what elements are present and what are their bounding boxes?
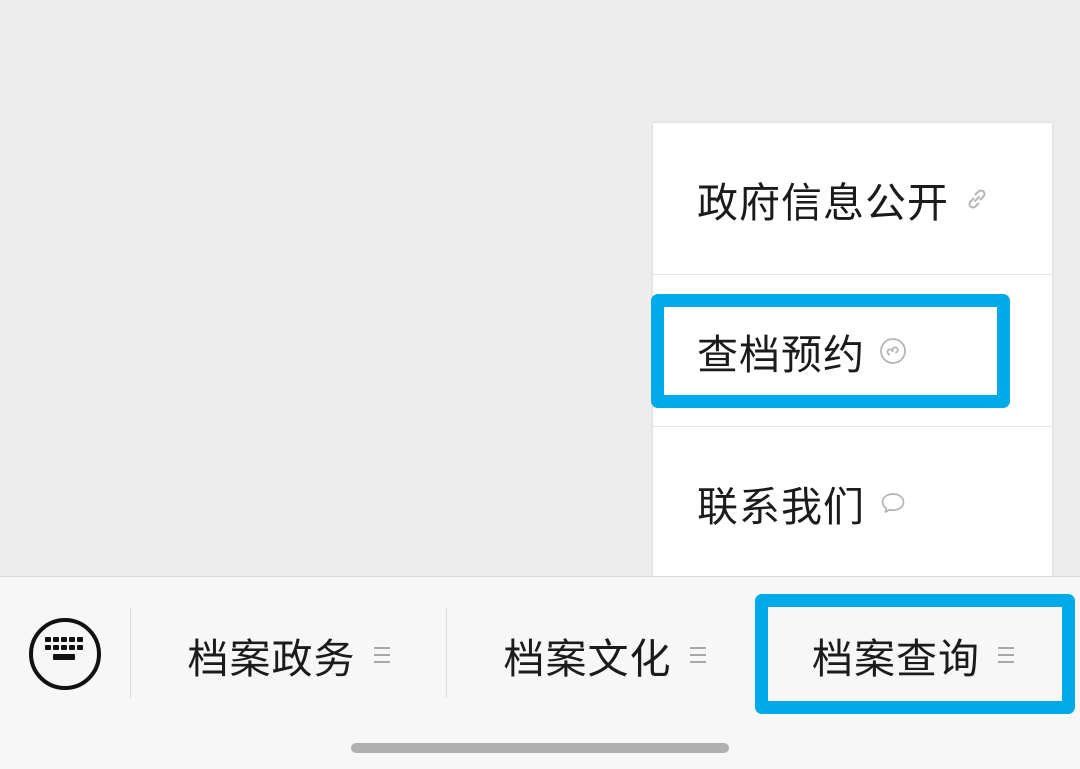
- tab-archive-affairs[interactable]: 档案政务: [131, 607, 446, 703]
- link-icon: [963, 185, 991, 213]
- menu-item-contact-us[interactable]: 联系我们: [653, 427, 1052, 578]
- divider: [130, 608, 131, 698]
- tab-label: 档案文化: [503, 635, 672, 683]
- keyboard-toggle-button[interactable]: [29, 618, 101, 690]
- menu-item-label: 政府信息公开: [697, 178, 949, 227]
- menu-item-government-info[interactable]: 政府信息公开: [653, 123, 1052, 274]
- divider: [446, 608, 447, 698]
- home-indicator: [351, 743, 729, 753]
- divider: [653, 426, 1052, 427]
- tab-archive-culture[interactable]: 档案文化: [447, 607, 762, 703]
- keyboard-icon: [43, 635, 87, 673]
- menu-icon: [998, 647, 1014, 663]
- tab-archive-query[interactable]: 档案查询: [763, 607, 1063, 703]
- mini-program-icon: [879, 337, 907, 365]
- menu-item-label: 查档预约: [697, 330, 865, 379]
- menu-item-archive-appointment[interactable]: 查档预约: [653, 275, 1052, 426]
- submenu-popup: 政府信息公开 查档预约: [653, 123, 1052, 576]
- bottom-menu-bar: 档案政务 档案文化 档案查询: [0, 576, 1080, 769]
- tab-label: 档案政务: [187, 635, 356, 683]
- chat-bubble-icon: [879, 489, 907, 517]
- menu-icon: [689, 647, 706, 663]
- menu-item-label: 联系我们: [697, 482, 865, 531]
- divider: [653, 274, 1052, 275]
- tab-label: 档案查询: [812, 635, 980, 683]
- menu-icon: [373, 647, 390, 663]
